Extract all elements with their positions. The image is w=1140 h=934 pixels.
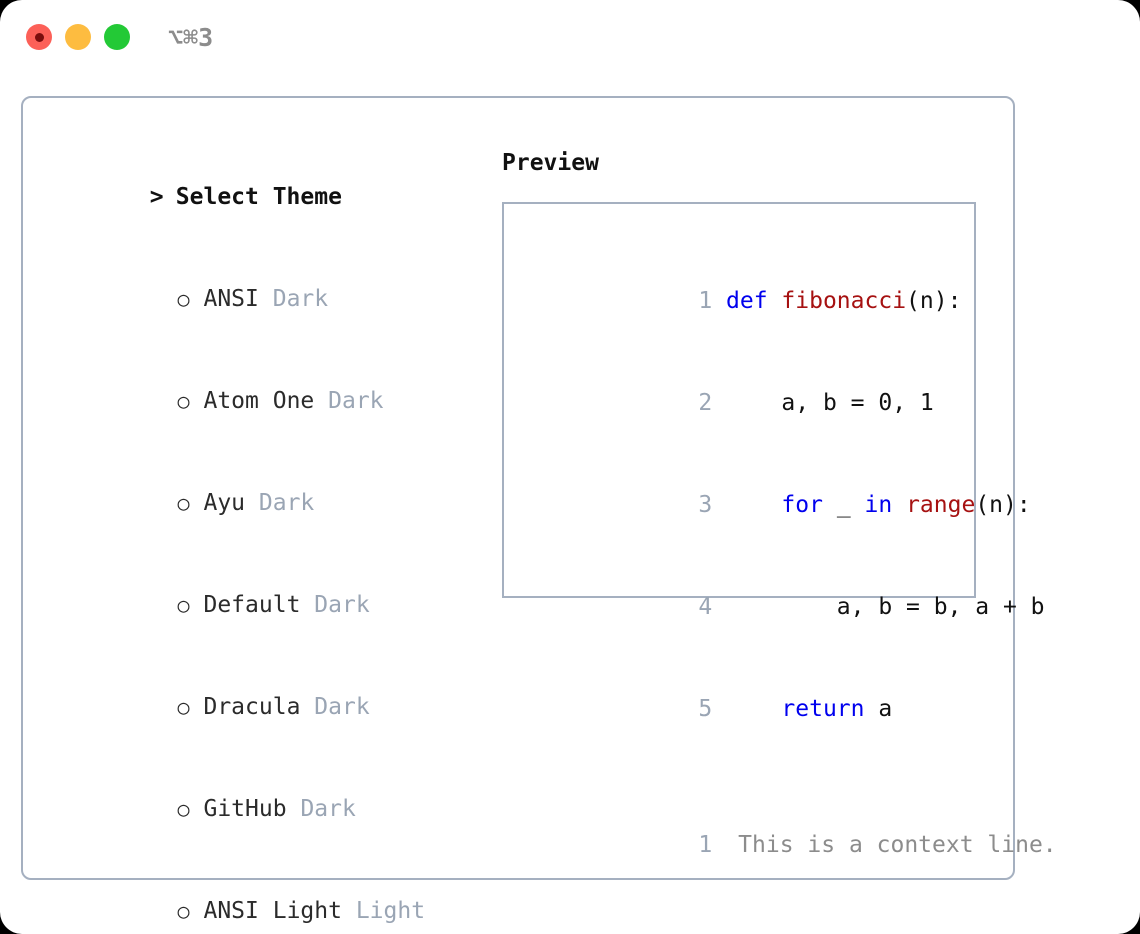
diff-line-text: This is a context line. <box>738 832 1057 858</box>
theme-option-tag: Light <box>355 898 426 924</box>
line-number: 2 <box>684 930 712 934</box>
code-line: 4 a, b = b, a + b <box>518 556 1044 658</box>
theme-option-tag: Dark <box>314 694 370 720</box>
code-line-text: for _ in range(n): <box>781 492 1031 518</box>
theme-option-ansi-dark[interactable]: ○ ANSI Dark <box>39 248 489 350</box>
line-number: 5 <box>698 696 713 722</box>
minimize-button-icon[interactable] <box>65 24 91 50</box>
theme-option-label: Ayu <box>203 490 246 516</box>
line-number: 1 <box>698 832 713 858</box>
code-line: 5 return a <box>518 658 966 760</box>
theme-option-default-dark[interactable]: ○ Default Dark <box>39 554 489 656</box>
code-line: 1 def fibonacci(n): <box>518 250 966 352</box>
theme-option-label: ANSI <box>203 286 259 312</box>
code-line-text: return a <box>781 696 893 722</box>
theme-option-tag: Dark <box>272 286 329 312</box>
radio-icon[interactable]: ○ <box>177 593 190 617</box>
line-number: 4 <box>698 594 713 620</box>
theme-option-label: Default <box>203 592 301 618</box>
theme-option-tag: Dark <box>328 388 384 414</box>
radio-icon[interactable]: ○ <box>177 695 190 719</box>
theme-selector-column: > Select Theme ○ ANSI Dark ○ Atom One Dark … <box>39 146 489 934</box>
preview-column: Preview 1 def fibonacci(n): 2 a, b = 0, … <box>502 146 1057 858</box>
diff-line-deleted: 2-This line was deleted. <box>518 896 966 934</box>
line-number: 2 <box>698 390 713 416</box>
theme-option-tag: Dark <box>314 592 370 618</box>
radio-icon[interactable]: ○ <box>177 389 190 413</box>
line-number: 1 <box>698 288 713 314</box>
title-bar: ⌥⌘3 <box>0 0 1140 78</box>
radio-icon[interactable]: ○ <box>177 797 190 821</box>
diff-separator <box>518 760 966 794</box>
code-line-text: a, b = 0, 1 <box>726 390 934 416</box>
radio-icon[interactable]: ○ <box>177 899 190 923</box>
zoom-button-icon[interactable] <box>104 24 130 50</box>
theme-option-label: GitHub <box>203 796 287 822</box>
code-line: 3 for _ in range(n): <box>518 454 1030 556</box>
diff-line-context: 1 This is a context line. <box>518 794 1056 896</box>
theme-option-dracula-dark[interactable]: ○ Dracula Dark <box>39 656 489 758</box>
theme-option-list: ○ ANSI Dark ○ Atom One Dark ○ Ayu Dark ○ Def… <box>39 248 489 934</box>
close-button-icon[interactable] <box>26 24 52 50</box>
keyboard-shortcut-label: ⌥⌘3 <box>168 23 214 52</box>
radio-icon[interactable]: ○ <box>177 491 190 515</box>
line-number: 3 <box>698 492 713 518</box>
radio-icon[interactable]: ○ <box>177 287 190 311</box>
window-controls <box>26 24 130 50</box>
theme-option-label: Dracula <box>203 694 301 720</box>
diff-marker <box>712 828 738 862</box>
main-panel: >Select Theme ○ANSI Dark ○Atom One Dark … <box>21 96 1057 924</box>
select-theme-marker: > <box>149 184 164 210</box>
preview-title: Preview <box>502 150 599 176</box>
theme-option-label: Atom One <box>203 388 315 414</box>
code-line: 2 a, b = 0, 1 <box>518 352 966 454</box>
code-line-text: def fibonacci(n): <box>726 288 962 314</box>
theme-option-label: ANSI Light <box>203 898 342 924</box>
theme-option-tag: Dark <box>300 796 356 822</box>
preview-box: 1 def fibonacci(n): 2 a, b = 0, 1 3 for … <box>502 202 1057 858</box>
select-theme-label: Select Theme <box>175 184 342 210</box>
theme-option-ansi-light[interactable]: ○ ANSI Light Light <box>39 860 489 934</box>
theme-option-atom-one-dark[interactable]: ○ Atom One Dark <box>39 350 489 452</box>
theme-option-ayu-dark[interactable]: ○ Ayu Dark <box>39 452 489 554</box>
theme-option-github-dark[interactable]: ○ GitHub Dark <box>39 758 489 860</box>
select-theme-header: > Select Theme <box>39 146 489 248</box>
code-sample: 1 def fibonacci(n): 2 a, b = 0, 1 3 for … <box>518 250 1056 934</box>
theme-option-tag: Dark <box>258 490 315 516</box>
code-line-text: a, b = b, a + b <box>726 594 1045 620</box>
diff-marker: - <box>712 930 738 934</box>
